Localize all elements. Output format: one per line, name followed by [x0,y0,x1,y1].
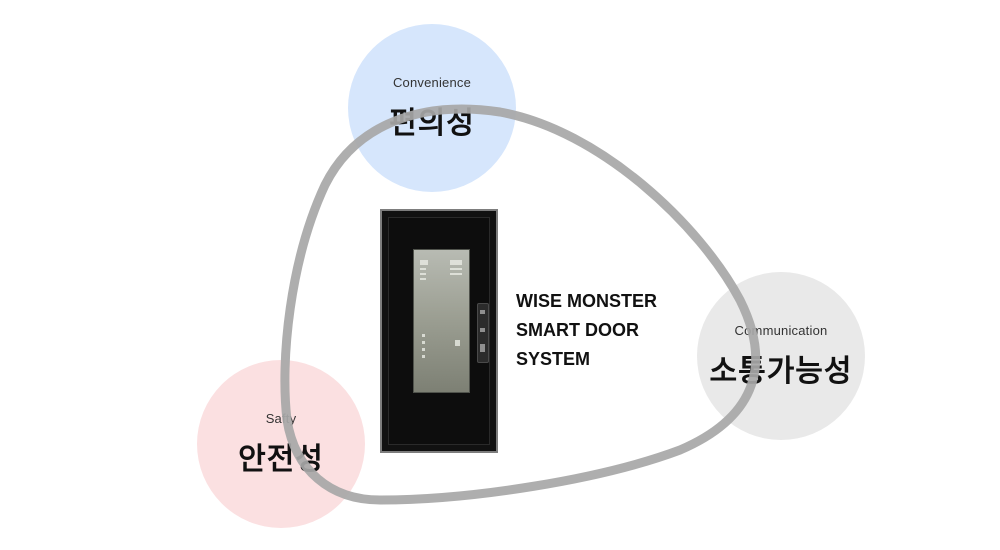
product-title: WISE MONSTER SMART DOOR SYSTEM [516,287,686,374]
smart-door-image [380,209,498,453]
door-handle [477,303,489,363]
node-communication-en-label: Communication [734,322,828,338]
product-title-line-3: SYSTEM [516,349,591,369]
product-title-line-2: SMART DOOR [516,320,639,340]
node-communication: Communication 소통가능성 [697,272,865,440]
rounded-triangle-path [280,104,761,505]
node-communication-ko-label: 소통가능성 [709,354,853,388]
node-convenience-en-label: Convenience [392,74,472,90]
door-glass-panel [413,249,470,393]
product-title-line-1: WISE MONSTER [516,291,658,311]
